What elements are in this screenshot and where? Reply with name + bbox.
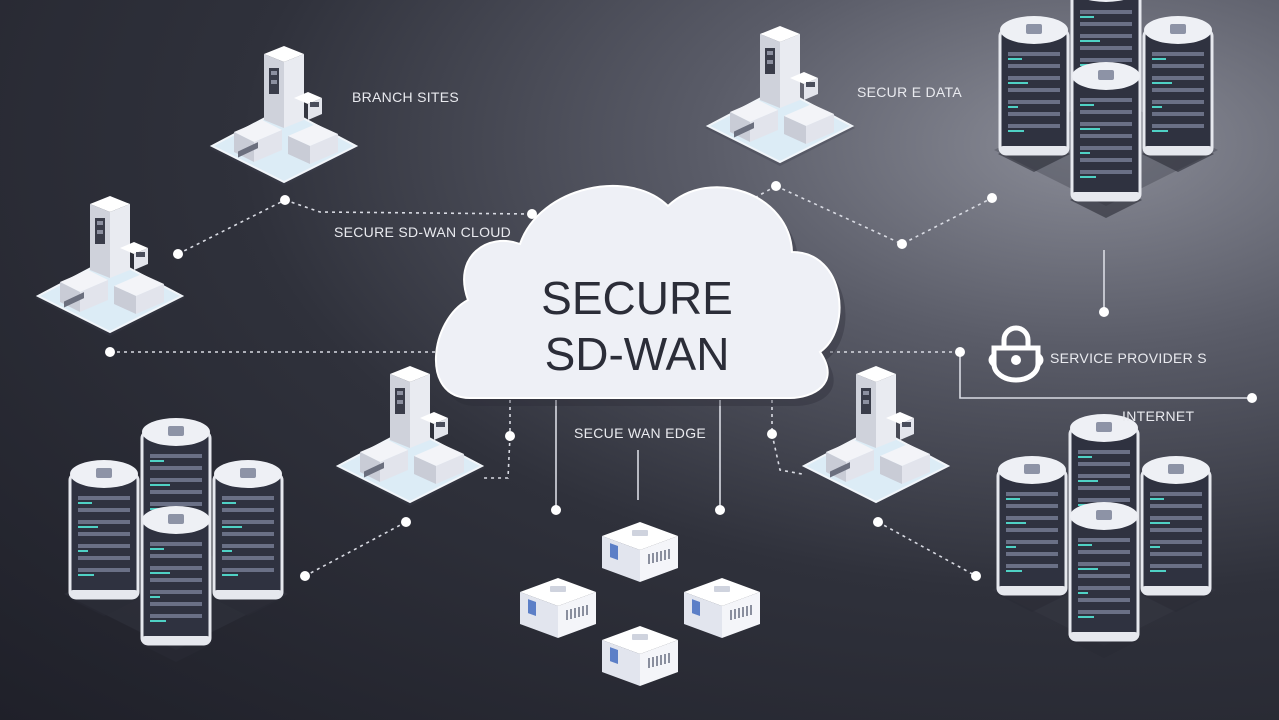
edge-device-icon [602,522,678,582]
connection-lines [110,185,1252,577]
label-internet: INTERNET [1122,408,1195,424]
branch-building-icon [34,195,186,337]
edge-device-icon [602,626,678,686]
cloud-title-line1: SECURE [541,272,733,324]
label-branch-sites: BRANCH SITES [352,89,460,105]
cloud-title-line2: SD-WAN [544,328,730,380]
server-rack-icon [992,414,1216,658]
label-secure-sdwan-cloud: SECURE SD-WAN CLOUD [334,224,512,240]
label-service-providers: SERVICE PROVIDER S [1050,350,1207,366]
label-secure-data: SECUR E DATA [857,84,962,100]
branch-building-icon [208,45,360,187]
lock-icon [988,325,1044,383]
connection-dots [105,181,1257,581]
cloud-title: SECURE SD-WAN [437,270,837,382]
sdwan-cloud [435,185,846,406]
server-rack-icon [994,0,1218,218]
edge-device-icon [520,578,596,638]
branch-building-icon [704,25,856,167]
label-secure-wan-edge: SECUE WAN EDGE [574,425,707,441]
server-rack-icon [64,418,288,662]
edge-device-icon [684,578,760,638]
